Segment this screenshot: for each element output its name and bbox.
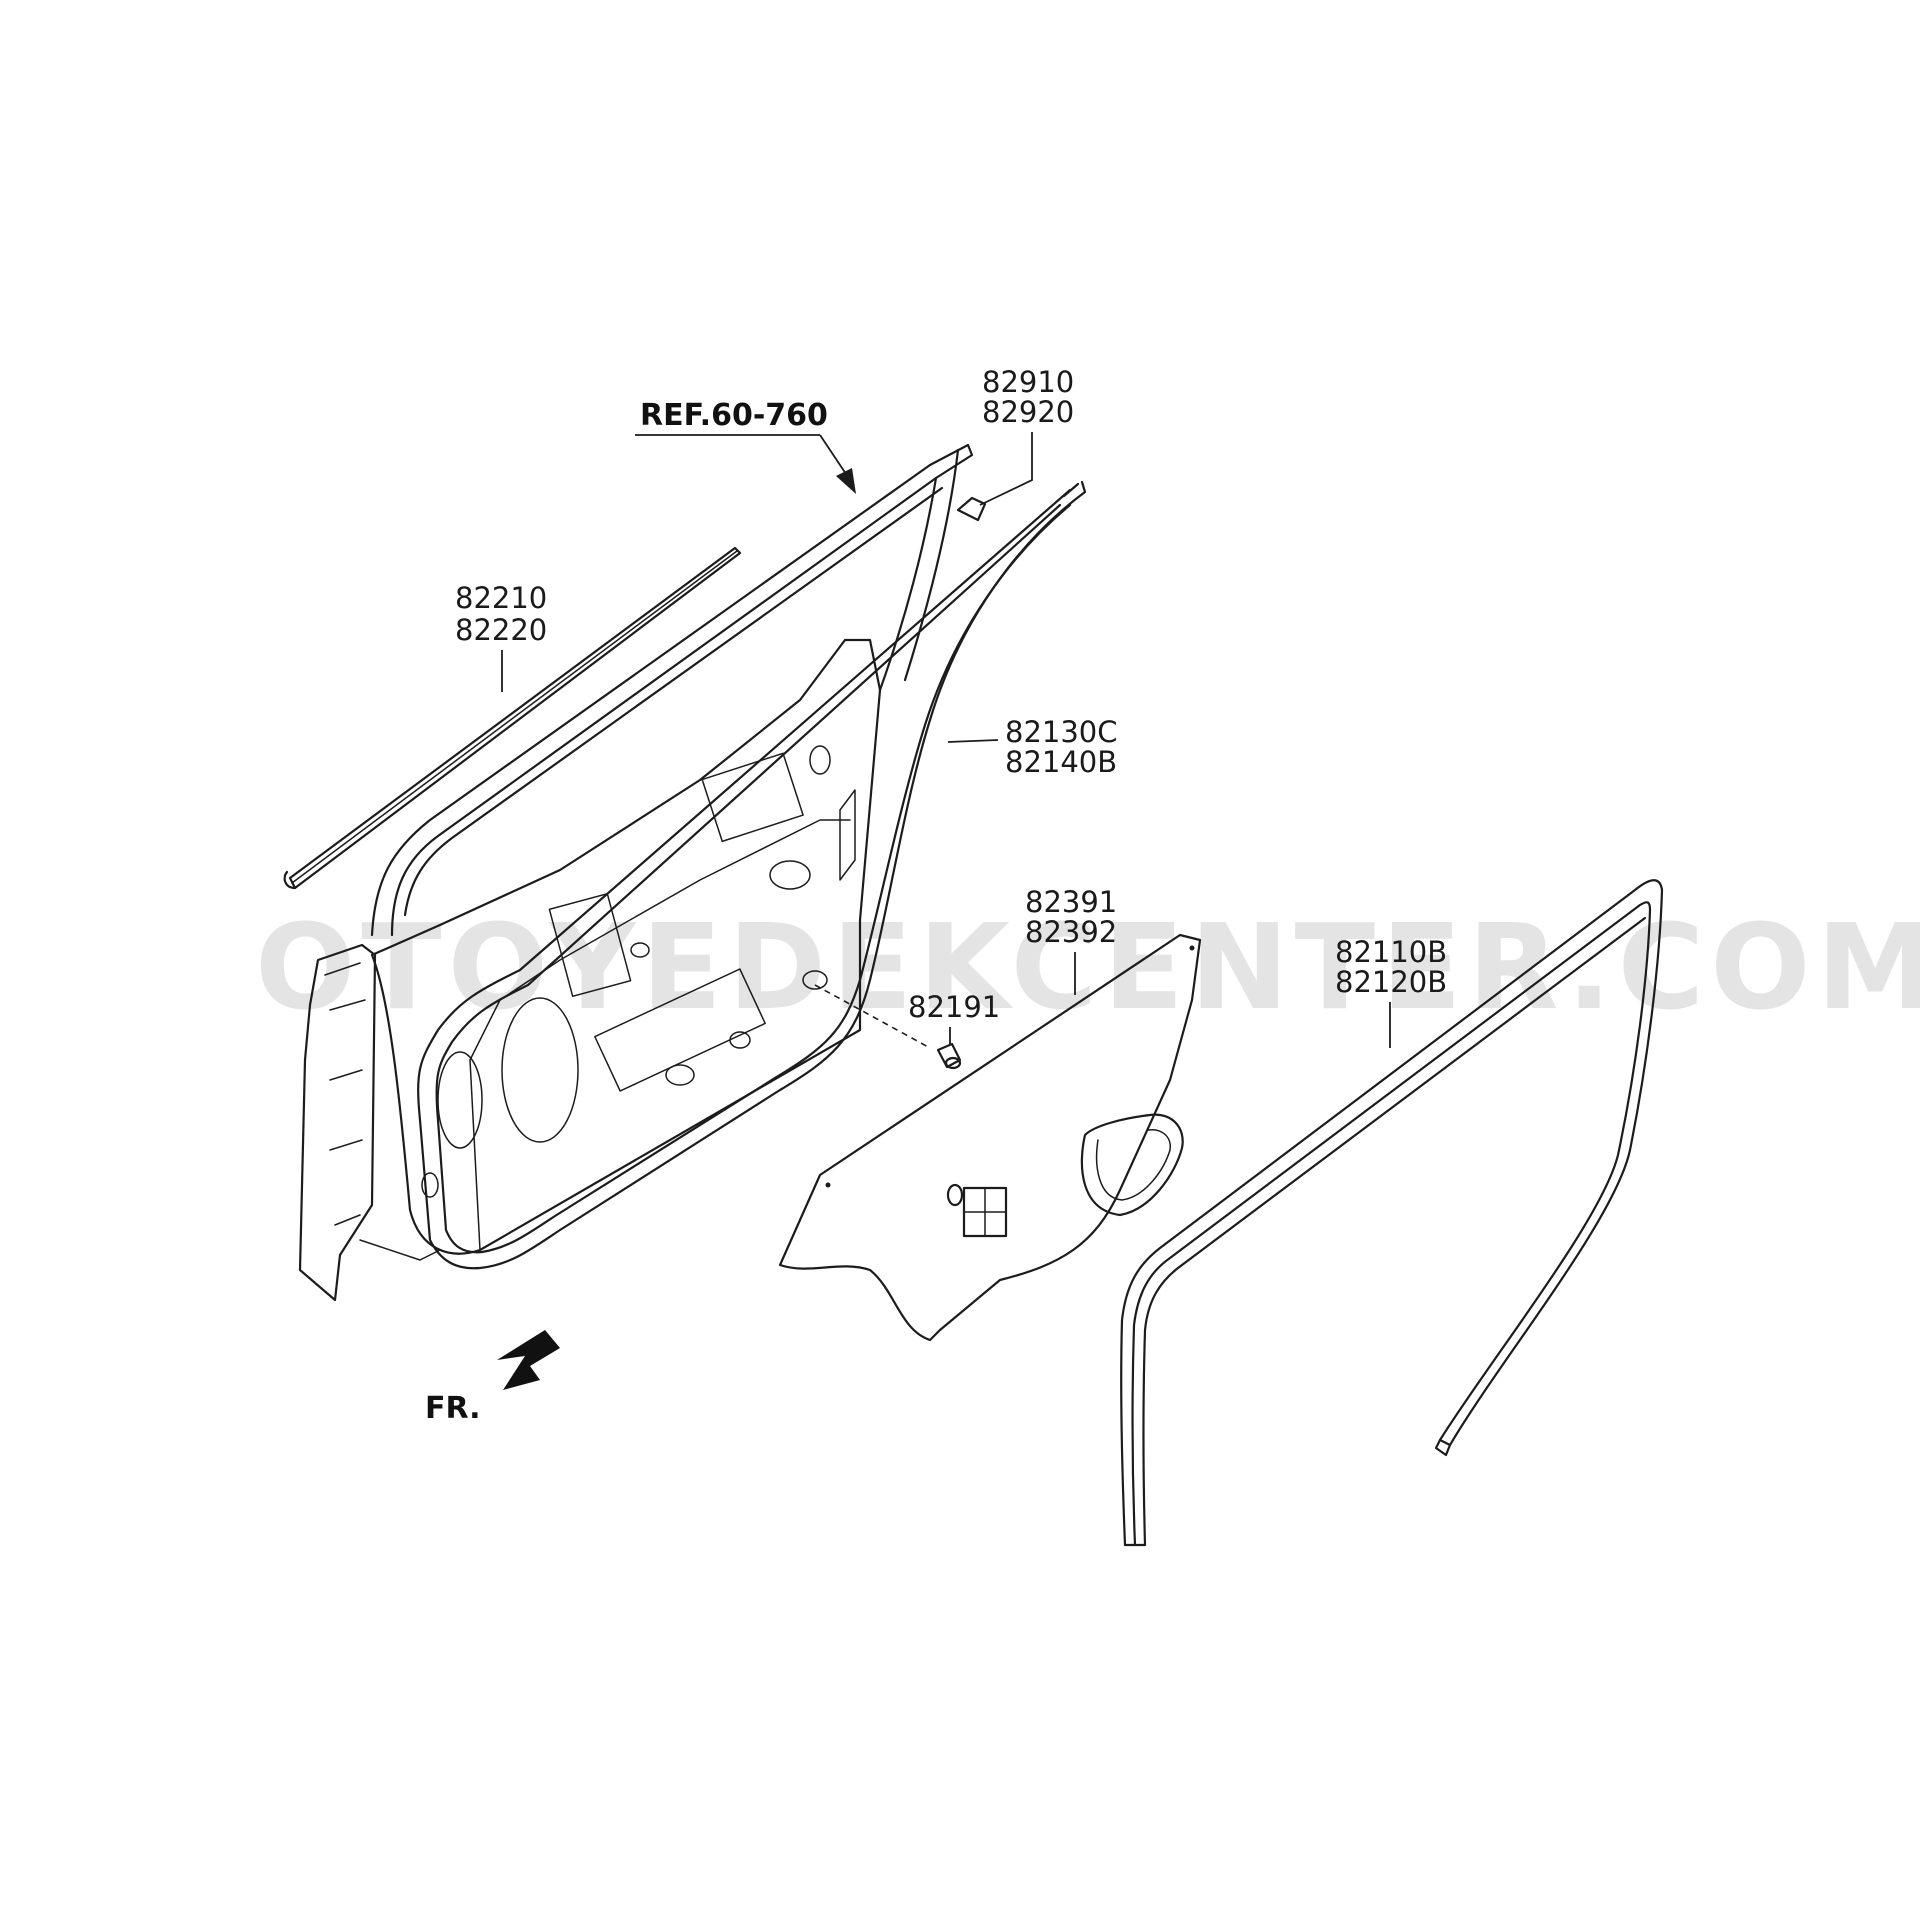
- label-82392: 82392: [1025, 915, 1117, 949]
- label-82191: 82191: [908, 990, 1000, 1024]
- label-82110b: 82110B: [1335, 935, 1447, 969]
- label-82391: 82391: [1025, 885, 1117, 919]
- label-82130c: 82130C: [1005, 715, 1118, 749]
- door-seal-sheet: [778, 933, 1202, 1342]
- leader-82910: [979, 432, 1033, 506]
- door-frame: [298, 443, 974, 1302]
- label-82220: 82220: [455, 613, 547, 647]
- label-82210: 82210: [455, 581, 547, 615]
- label-82910: 82910: [982, 365, 1074, 399]
- delta-cover-clip: [956, 496, 987, 522]
- belt-weatherstrip: [283, 546, 742, 890]
- label-82140b: 82140B: [1005, 745, 1117, 779]
- grommet: [936, 1042, 962, 1070]
- front-label: FR.: [425, 1391, 481, 1426]
- door-weatherstrip: [417, 480, 1087, 1270]
- ref-arrowhead: [836, 468, 856, 494]
- front-arrow-icon: [497, 1330, 560, 1390]
- label-82120b: 82120B: [1335, 965, 1447, 999]
- leader-82130c: [947, 739, 999, 743]
- label-82920: 82920: [982, 395, 1074, 429]
- body-weatherstrip: [1120, 879, 1664, 1547]
- ref-label: REF.60-760: [640, 398, 828, 433]
